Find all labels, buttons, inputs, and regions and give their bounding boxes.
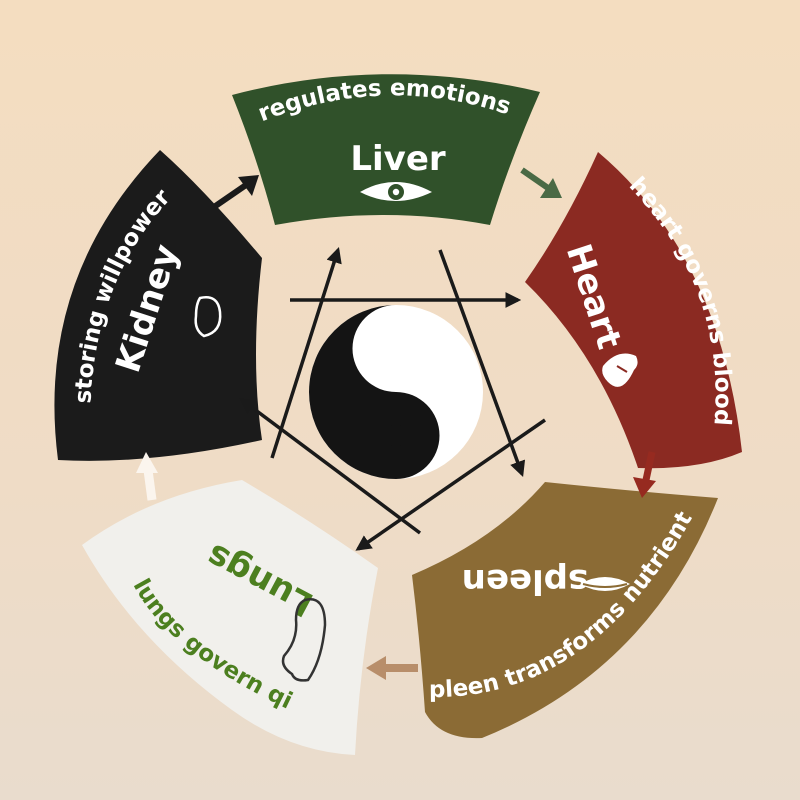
nose-icon — [281, 598, 327, 682]
control-arrow-5 — [270, 246, 342, 459]
control-arrow-4 — [239, 398, 422, 535]
kidney-segment[interactable]: storing willpower Kidney — [54, 150, 262, 461]
heart-segment[interactable]: heart governs blood Heart — [525, 152, 742, 469]
cycle-arrow-lungs-kidney — [136, 452, 158, 501]
liver-segment[interactable]: regulates emotions Liver — [232, 74, 540, 225]
eye-icon — [360, 182, 432, 201]
spleen-label: spleen — [462, 561, 589, 601]
cycle-arrow-liver-heart — [520, 167, 562, 198]
kidney-shape — [54, 150, 262, 461]
lungs-shape — [82, 480, 378, 755]
lungs-segment[interactable]: lungs govern qi Lungs — [82, 480, 378, 755]
heart-shape — [525, 152, 742, 469]
liver-shape — [232, 74, 540, 225]
spleen-shape — [412, 482, 718, 739]
control-arrow-2 — [438, 249, 526, 477]
cycle-arrow-heart-spleen — [633, 451, 656, 498]
yin-yang-icon — [309, 305, 483, 479]
control-arrow-3 — [355, 418, 546, 551]
control-star — [239, 246, 546, 551]
ear-icon — [194, 296, 222, 338]
liver-label: Liver — [350, 139, 446, 179]
cycle-arrow-spleen-lungs — [366, 656, 418, 680]
mouth-icon — [580, 577, 630, 591]
cycle-arrow-kidney-liver — [212, 175, 259, 210]
tongue-icon — [602, 353, 638, 387]
